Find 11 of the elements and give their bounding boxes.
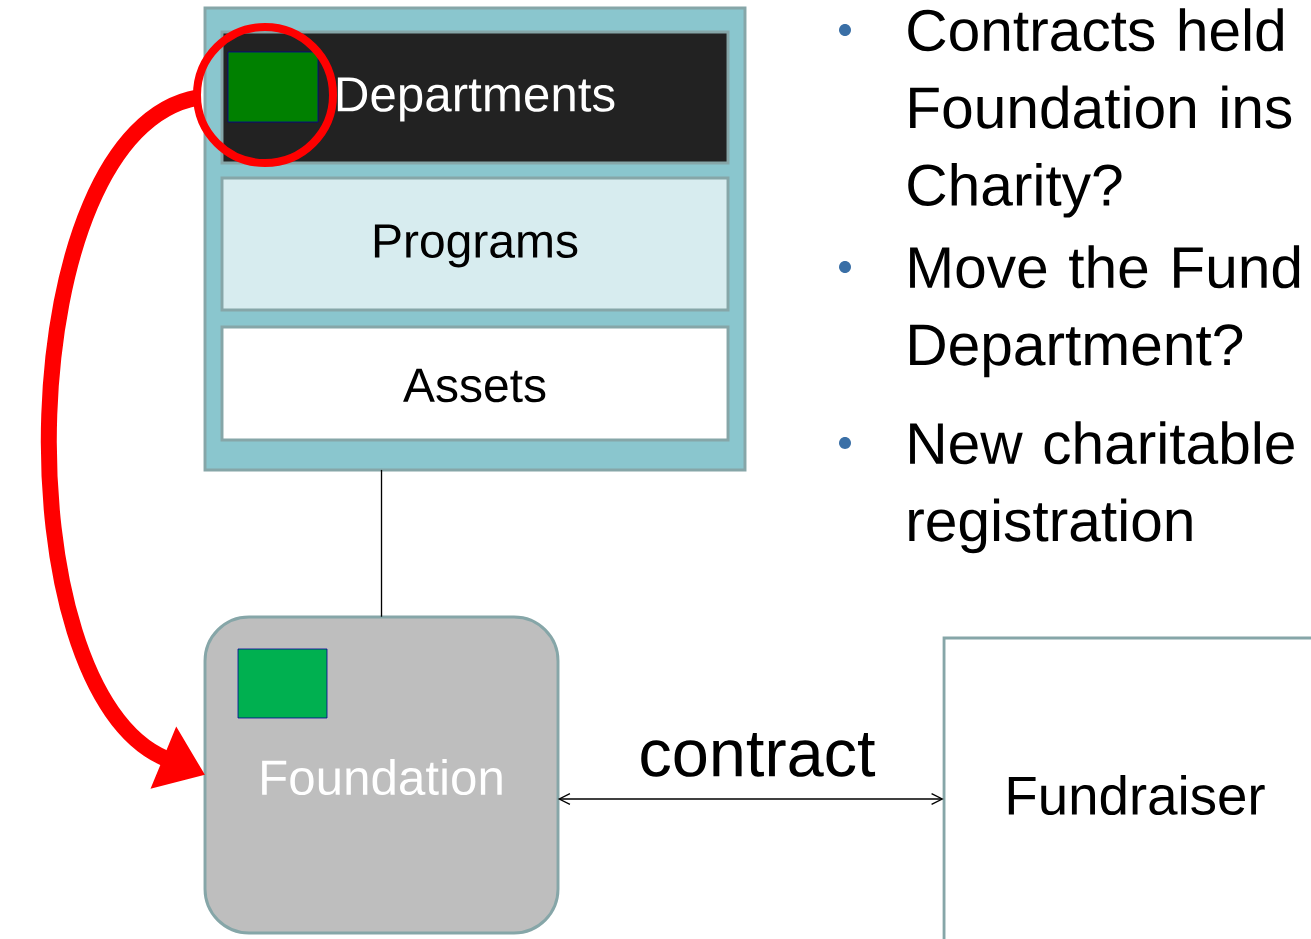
edge-label: contract <box>637 731 877 779</box>
bullet-text: New charitable registration <box>909 421 1294 554</box>
box: Departments <box>220 30 730 165</box>
box: Assets <box>220 325 730 442</box>
rounded-box: Foundation <box>203 615 560 935</box>
bullet-text: Move the Fund Department? <box>910 245 1300 378</box>
bullet-text: Contracts held Foundation ins Charity? <box>908 8 1292 218</box>
connector-line <box>380 469 383 618</box>
box: Programs <box>220 176 730 312</box>
arrow <box>557 793 944 805</box>
box: Fundraiser <box>942 636 1311 939</box>
